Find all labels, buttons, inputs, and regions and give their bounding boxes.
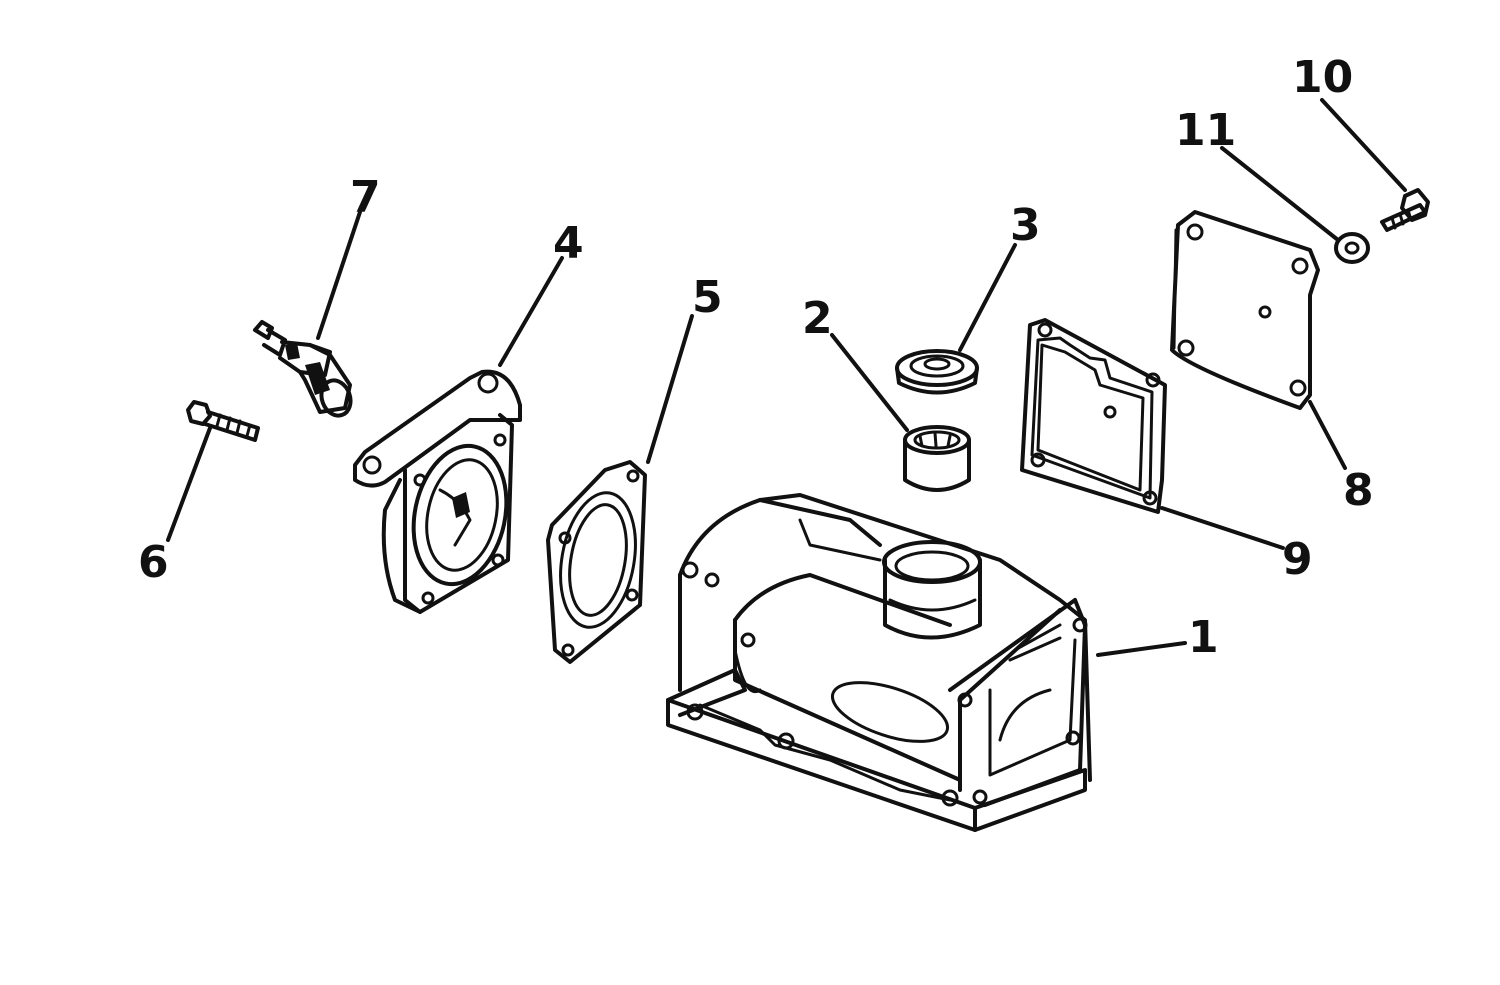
part-6-screw [186, 400, 260, 442]
callout-8: 8 [1343, 465, 1374, 516]
callout-6: 6 [138, 537, 169, 588]
callout-11: 11 [1175, 105, 1236, 156]
callout-2: 2 [802, 293, 833, 344]
callout-4: 4 [553, 218, 584, 269]
part-2-bushing [903, 425, 971, 492]
callout-5: 5 [692, 272, 723, 323]
part-11-washer [1334, 232, 1370, 264]
callout-3: 3 [1010, 200, 1041, 251]
part-10-bolt [1380, 188, 1430, 232]
callout-9: 9 [1282, 534, 1313, 585]
callout-7: 7 [350, 172, 381, 223]
part-1-housing [666, 493, 1092, 832]
part-3-bearing [895, 349, 979, 395]
leader-lines [166, 98, 1407, 657]
callout-labels: 1 2 3 4 5 6 7 8 9 10 11 [138, 52, 1374, 663]
callout-1: 1 [1188, 612, 1219, 663]
callout-10: 10 [1292, 52, 1353, 103]
part-4-end-cover [353, 369, 522, 614]
part-8-cover-plate [1170, 210, 1320, 410]
part-7-sender [253, 320, 353, 418]
part-5-gasket [546, 460, 647, 664]
part-9-gasket [1020, 318, 1167, 514]
